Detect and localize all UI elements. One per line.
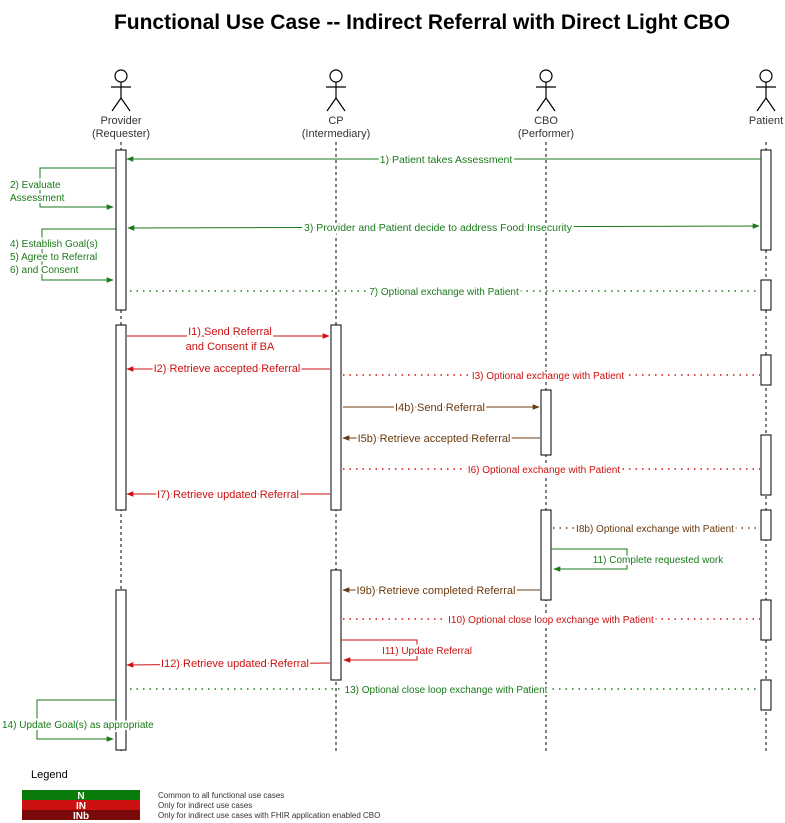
stick-figure-icon (111, 69, 131, 112)
activation-patient-4 (760, 434, 772, 496)
message-i5b: I5b) Retrieve accepted Referral (342, 431, 540, 447)
activation-patient-7 (760, 679, 772, 711)
message-4-6: 4) Establish Goal(s) 5) Agree to Referra… (8, 228, 116, 283)
actor-name: Patient (749, 115, 783, 127)
activation-cp-2 (330, 569, 342, 681)
message-1: 1) Patient takes Assessment (126, 152, 761, 168)
message-label: I8b) Optional exchange with Patient (576, 524, 734, 535)
message-i3: I3) Optional exchange with Patient (343, 369, 760, 384)
legend-text: Common to all functional use cases (158, 791, 284, 800)
activation-provider-3 (115, 589, 127, 751)
message-label: 14) Update Goal(s) as appropriate (2, 720, 154, 731)
legend-swatch-indirect (22, 800, 140, 810)
message-13: 13) Optional close loop exchange with Pa… (130, 683, 760, 698)
actor-role: (Performer) (518, 128, 574, 140)
activation-patient-3 (760, 354, 772, 386)
actor-role: (Requester) (92, 128, 150, 140)
message-label: I12) Retrieve updated Referral (161, 658, 309, 670)
message-14: 14) Update Goal(s) as appropriate (0, 699, 156, 742)
message-i1: I1) Send Referral and Consent if BA (127, 324, 330, 355)
actor-name: CBO (534, 115, 558, 127)
legend-text: Only for indirect use cases with FHIR ap… (158, 811, 380, 820)
message-3: 3) Provider and Patient decide to addres… (127, 220, 760, 236)
legend-text: Only for indirect use cases (158, 801, 252, 810)
actor-provider: Provider (Requester) (92, 69, 150, 140)
message-label: 3) Provider and Patient decide to addres… (304, 222, 573, 234)
message-label: 6) and Consent (10, 265, 79, 276)
legend: Legend N IN INb Common to all functional… (22, 769, 380, 822)
activation-cbo-2 (540, 509, 552, 601)
activation-patient-2 (760, 279, 772, 311)
legend-title: Legend (31, 769, 68, 781)
activations (115, 149, 772, 751)
message-label: 5) Agree to Referral (10, 252, 97, 263)
legend-code: N (77, 791, 84, 802)
message-label: I7) Retrieve updated Referral (157, 489, 299, 501)
message-label: I11) Update Referral (382, 646, 472, 657)
legend-swatch-common (22, 790, 140, 800)
message-label: Assessment (10, 193, 65, 204)
message-label: I9b) Retrieve completed Referral (357, 585, 516, 597)
message-label: 4) Establish Goal(s) (10, 239, 98, 250)
message-label: and Consent if BA (186, 341, 275, 353)
message-i12: I12) Retrieve updated Referral (126, 656, 331, 672)
message-7: 7) Optional exchange with Patient (130, 285, 760, 300)
stick-figure-icon (536, 69, 556, 112)
actor-name: Provider (101, 115, 142, 127)
message-2: 2) Evaluate Assessment (8, 167, 116, 210)
activation-provider-1 (115, 149, 127, 311)
activation-patient-1 (760, 149, 772, 251)
message-label: I1) Send Referral (188, 326, 272, 338)
legend-swatch-fhir (22, 810, 140, 820)
actor-role: (Intermediary) (302, 128, 370, 140)
message-label: I3) Optional exchange with Patient (472, 371, 625, 382)
actor-cp: CP (Intermediary) (302, 69, 370, 140)
message-label: I10) Optional close loop exchange with P… (448, 615, 654, 626)
diagram-title: Functional Use Case -- Indirect Referral… (114, 11, 730, 34)
actor-cbo: CBO (Performer) (518, 69, 574, 140)
message-i4b: I4b) Send Referral (343, 400, 540, 416)
stick-figure-icon (756, 69, 776, 112)
activation-patient-6 (760, 599, 772, 641)
message-11: 11) Complete requested work (551, 548, 726, 572)
message-i9b: I9b) Retrieve completed Referral (342, 583, 540, 599)
message-label: I6) Optional exchange with Patient (468, 465, 621, 476)
message-i11: I11) Update Referral (341, 639, 474, 663)
message-i2: I2) Retrieve accepted Referral (126, 361, 330, 377)
message-label: I2) Retrieve accepted Referral (154, 363, 301, 375)
legend-code: INb (73, 811, 89, 822)
message-label: 11) Complete requested work (593, 555, 724, 566)
message-i10: I10) Optional close loop exchange with P… (343, 613, 760, 628)
message-i6: I6) Optional exchange with Patient (343, 463, 760, 478)
actor-name: CP (328, 115, 343, 127)
message-label: I5b) Retrieve accepted Referral (358, 433, 511, 445)
activation-cbo-1 (540, 389, 552, 456)
actor-patient: Patient (749, 69, 783, 127)
message-label: 1) Patient takes Assessment (380, 154, 513, 166)
message-label: 13) Optional close loop exchange with Pa… (345, 685, 548, 696)
message-label: I4b) Send Referral (395, 402, 485, 414)
message-label: 2) Evaluate (10, 180, 61, 191)
activation-provider-2 (115, 324, 127, 511)
message-i7: I7) Retrieve updated Referral (126, 487, 330, 503)
stick-figure-icon (326, 69, 346, 112)
activation-cp-1 (330, 324, 342, 511)
activation-patient-5 (760, 509, 772, 541)
message-label: 7) Optional exchange with Patient (369, 287, 519, 298)
legend-code: IN (76, 801, 86, 812)
message-i8b: I8b) Optional exchange with Patient (553, 522, 760, 537)
